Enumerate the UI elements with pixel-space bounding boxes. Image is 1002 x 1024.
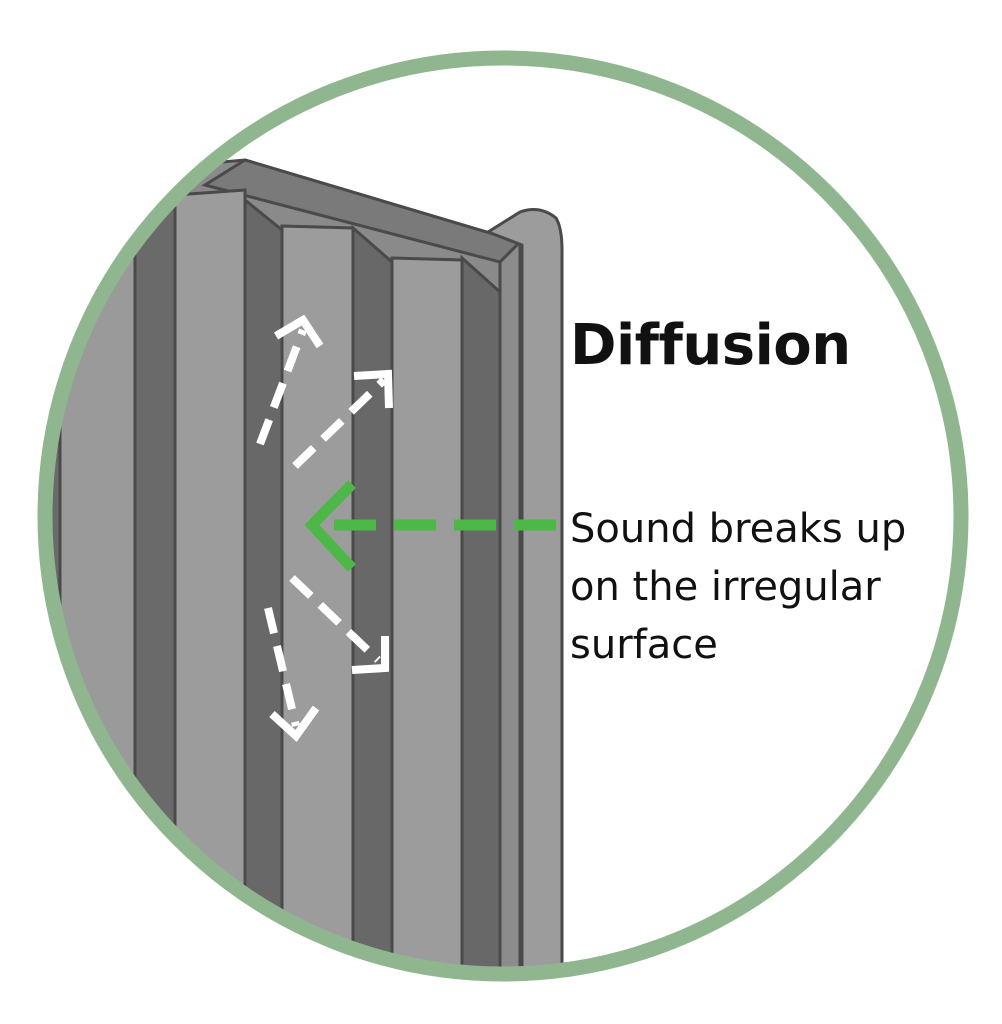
groove-4 (460, 254, 502, 968)
slat-4 (390, 256, 464, 968)
arrowhead-down-right-icon (351, 636, 389, 674)
dashed-arrow-scatter-icon (256, 328, 307, 446)
arrowhead-up-right-icon (353, 369, 393, 409)
groove-3 (351, 224, 394, 968)
arrowhead-left-icon (304, 480, 357, 572)
frame-inner-edge (498, 238, 522, 968)
diffuser-panel (51, 158, 564, 968)
slat-3 (280, 224, 355, 968)
reflected-arrows (256, 314, 393, 743)
slat-2 (173, 188, 247, 968)
dashed-arrow-scatter-icon (292, 377, 387, 469)
frame-ring (37, 50, 969, 982)
diagram-caption: Sound breaks up on the irregular surface (570, 500, 990, 674)
incoming-sound-arrow (304, 480, 556, 572)
frame-side (484, 208, 564, 968)
dashed-arrow-scatter-icon (289, 575, 381, 663)
caption-line-3: surface (570, 622, 718, 668)
arrowhead-up-icon (273, 314, 324, 349)
groove-2 (243, 196, 284, 968)
diagram-title: Diffusion (570, 313, 851, 378)
caption-line-1: Sound breaks up (570, 506, 907, 552)
caption-line-2: on the irregular (570, 564, 881, 610)
arrowhead-down-icon (269, 705, 320, 743)
dashed-arrow-scatter-icon (264, 607, 300, 727)
